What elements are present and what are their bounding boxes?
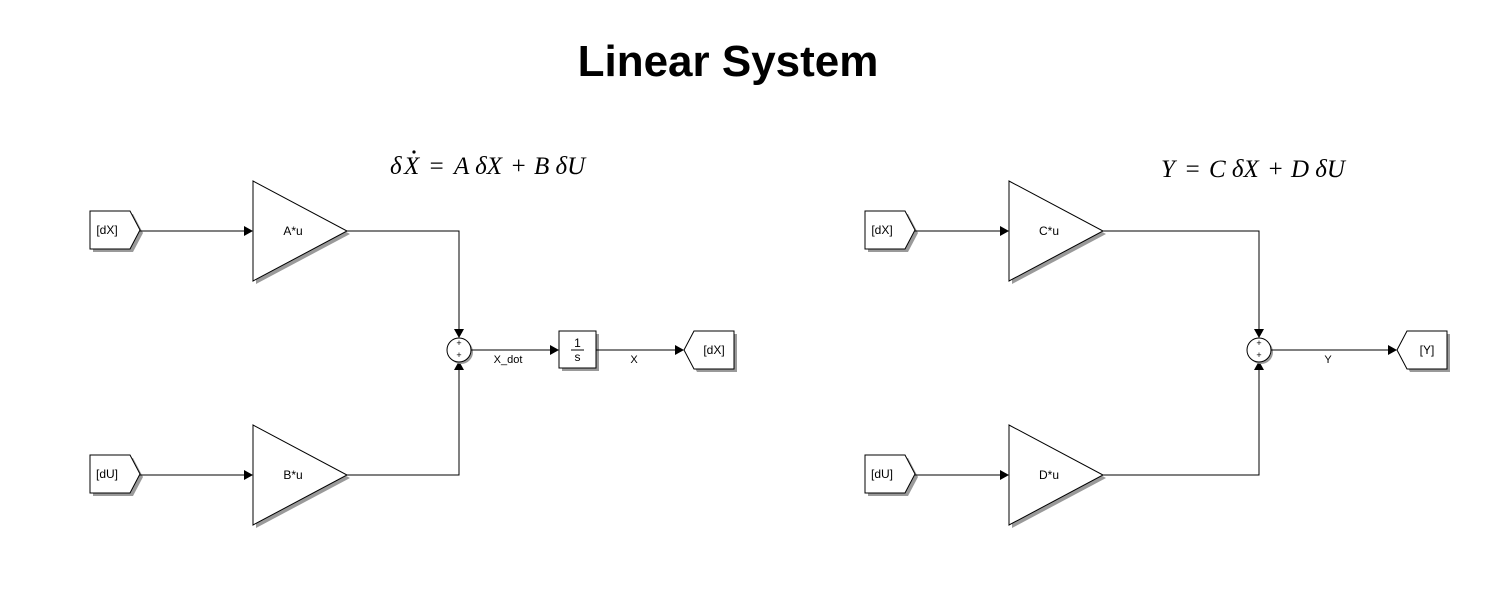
wire-gain-a-to-sum [347,230,460,330]
goto-block-dx-label: [dX] [703,343,724,357]
gain-block-d-label: D*u [1039,468,1059,482]
goto-block-y-label: [Y] [1420,343,1435,357]
sum-right-sign-bottom: + [1256,350,1261,360]
sum-block-right[interactable]: + + [1246,337,1273,364]
state-equation-term-b: B δU [534,153,587,180]
gain-block-d[interactable]: D*u [1008,424,1106,528]
state-equation: δ X = A δX + B δU [390,150,587,180]
state-equation-dot-mark [412,150,416,154]
state-equation-delta: δ [390,153,402,180]
output-equation-term-d: D δU [1290,156,1347,183]
gain-block-a-label: A*u [283,224,302,238]
arrow-into-sum-right-top [1254,329,1264,338]
from-block-du-right[interactable]: [dU] [864,454,918,496]
arrow-into-gain-a [244,226,253,236]
wire-gain-b-to-sum [347,369,460,476]
arrow-into-sum-right-bottom [1254,361,1264,370]
from-block-dx-left[interactable]: [dX] [89,210,143,252]
output-equation-lhs-var: Y [1161,156,1178,183]
state-equation-lhs-var: X [403,153,421,180]
sum-left-sign-top: + [456,338,461,348]
diagram-title: Linear System [578,37,879,86]
integrator-denominator: s [575,350,581,364]
signal-label-xdot: X_dot [494,354,523,366]
from-block-du-right-label: [dU] [871,467,893,481]
wire-gain-c-to-sum [1103,230,1260,330]
arrow-into-goto-y [1388,345,1397,355]
goto-block-dx[interactable]: [dX] [683,330,737,372]
output-equation: Y = C δX + D δU [1161,156,1347,183]
sum-left-sign-bottom: + [456,350,461,360]
state-equation-plus: + [510,153,527,180]
gain-block-a[interactable]: A*u [252,180,350,284]
from-block-dx-left-label: [dX] [96,223,117,237]
arrow-into-gain-d [1000,470,1009,480]
state-equation-term-a: A δX [452,153,504,180]
gain-block-c[interactable]: C*u [1008,180,1106,284]
integrator-numerator: 1 [574,336,581,350]
integrator-block[interactable]: 1 s [558,330,599,371]
sum-block-left[interactable]: + + [446,337,473,364]
output-equation-equals: = [1184,156,1201,183]
arrow-into-goto-dx [675,345,684,355]
signal-label-y: Y [1324,354,1332,366]
from-block-dx-right[interactable]: [dX] [864,210,918,252]
output-subsystem: [dX] [dU] C*u D*u [864,180,1450,528]
from-block-dx-right-label: [dX] [871,223,892,237]
state-subsystem: [dX] [dU] A*u B*u [89,180,737,528]
arrow-into-gain-b [244,470,253,480]
gain-block-c-label: C*u [1039,224,1059,238]
state-equation-equals: = [428,153,445,180]
arrow-into-sum-top [454,329,464,338]
arrow-into-integrator [550,345,559,355]
arrow-into-gain-c [1000,226,1009,236]
sum-right-sign-top: + [1256,338,1261,348]
from-block-du-left[interactable]: [dU] [89,454,143,496]
gain-block-b[interactable]: B*u [252,424,350,528]
goto-block-y[interactable]: [Y] [1396,330,1450,372]
wire-gain-d-to-sum [1103,369,1260,476]
signal-label-x: X [630,354,638,366]
gain-block-b-label: B*u [283,468,302,482]
output-equation-plus: + [1267,156,1284,183]
arrow-into-sum-bottom [454,361,464,370]
from-block-du-left-label: [dU] [96,467,118,481]
output-equation-term-c: C δX [1209,156,1261,183]
